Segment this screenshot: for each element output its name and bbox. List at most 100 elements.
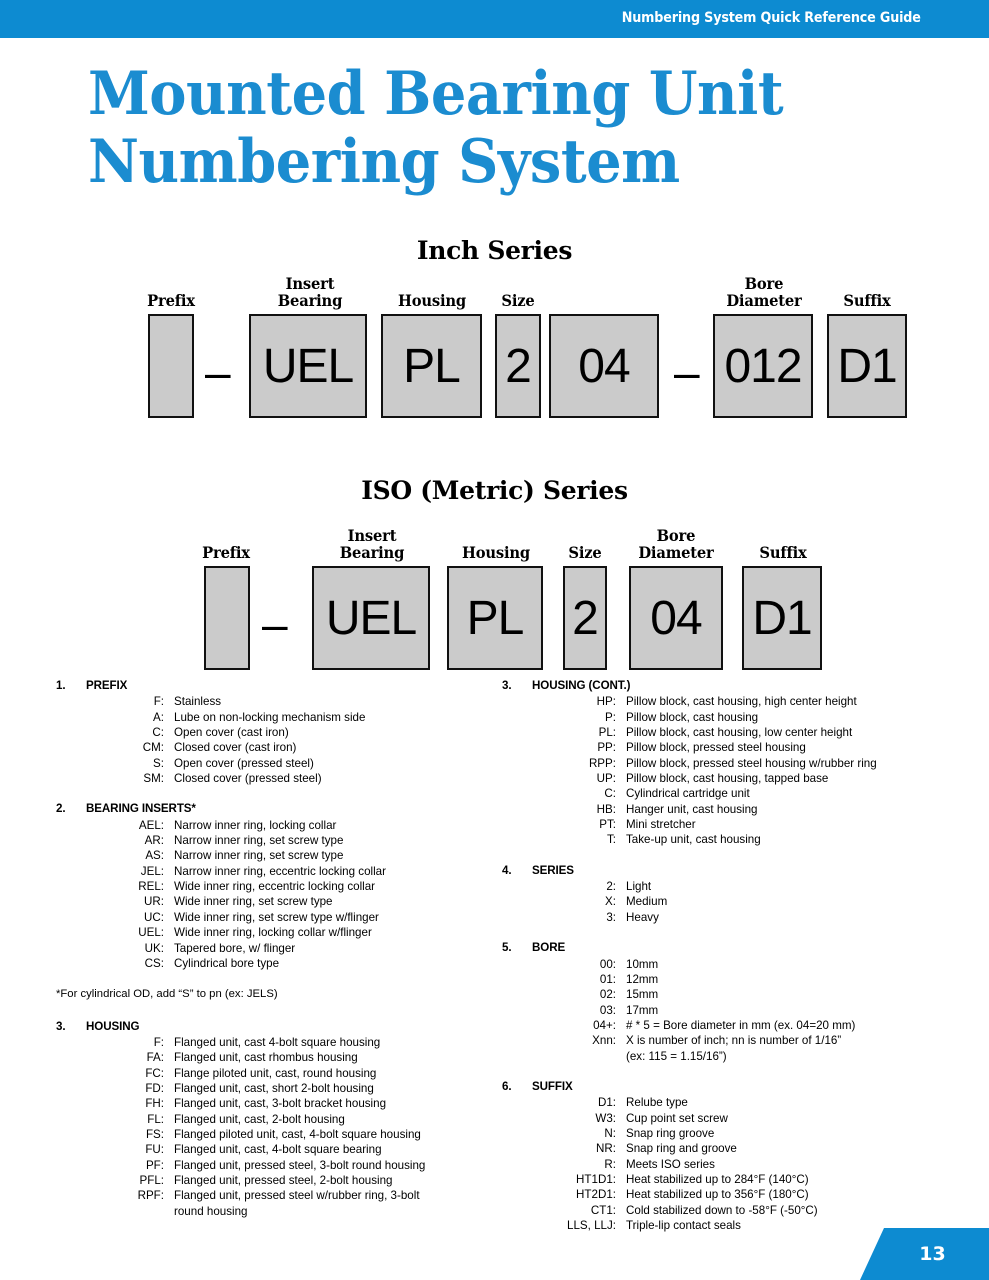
legend-entry: D1: Relube type bbox=[502, 1095, 962, 1110]
iso-caption-bore-diameter: Bore Diameter bbox=[620, 527, 732, 561]
inch-box-bore: 012 bbox=[713, 314, 813, 418]
entry-code: P: bbox=[605, 710, 616, 724]
inch-caption-suffix: Suffix bbox=[843, 291, 891, 310]
entry-code: R: bbox=[604, 1157, 616, 1171]
entry-desc: Flanged unit, cast 4-bolt square housing bbox=[174, 1035, 381, 1049]
iso-box-size: 2 bbox=[563, 566, 607, 670]
legend-entry: UK:Tapered bore, w/ flinger bbox=[56, 941, 496, 956]
entry-desc: Pillow block, cast housing, tapped base bbox=[626, 772, 829, 786]
section-heading-prefix: 1. PREFIX bbox=[56, 678, 496, 693]
inch-box-series: 04 bbox=[549, 314, 659, 418]
iso-caption-insert-line2: Bearing bbox=[339, 543, 405, 562]
entry-desc: Flanged unit, cast rhombus housing bbox=[174, 1051, 358, 1065]
entry-desc: 12mm bbox=[626, 972, 659, 986]
legend-entry: PL:Pillow block, cast housing, low cente… bbox=[502, 725, 962, 740]
entry-desc: Pillow block, pressed steel housing w/ru… bbox=[626, 756, 877, 770]
entry-desc: Take-up unit, cast housing bbox=[626, 833, 761, 847]
legend-entry: SM:Closed cover (pressed steel) bbox=[56, 771, 496, 786]
entry-desc: Relube type bbox=[626, 1096, 688, 1110]
entry-desc: Pillow block, pressed steel housing bbox=[626, 741, 806, 755]
legend-entry: A:Lube on non-locking mechanism side bbox=[56, 710, 496, 725]
entry-desc: Open cover (cast iron) bbox=[174, 726, 289, 740]
legend-entry: W3:Cup point set screw bbox=[502, 1111, 962, 1126]
entry-desc: Flanged unit, pressed steel w/rubber rin… bbox=[174, 1188, 496, 1219]
entry-desc: Narrow inner ring, set screw type bbox=[174, 849, 344, 863]
inch-caption-insert-line2: Bearing bbox=[277, 291, 343, 310]
entry-desc: Pillow block, cast housing, high center … bbox=[626, 695, 857, 709]
entry-desc-line2: (ex: 115 = 1.15/16”) bbox=[626, 1049, 727, 1063]
inch-caption-insert-bearing: Insert Bearing bbox=[258, 275, 363, 309]
entry-desc: Cold stabilized down to -58°F (-50°C) bbox=[626, 1203, 818, 1217]
entry-code: 2: bbox=[606, 880, 616, 894]
section-title-4: SERIES bbox=[532, 863, 574, 877]
page-title-line-2: Numbering System bbox=[88, 127, 680, 197]
entry-desc: Hanger unit, cast housing bbox=[626, 802, 758, 816]
legend-entry: 03: 17mm bbox=[502, 1003, 962, 1018]
section-title-5: BORE bbox=[532, 941, 566, 955]
legend-entry: 2:Light bbox=[502, 879, 962, 894]
legend-entry: FC:Flange piloted unit, cast, round hous… bbox=[56, 1066, 496, 1081]
legend-entry: NR:Snap ring and groove bbox=[502, 1141, 962, 1156]
entry-desc: 15mm bbox=[626, 988, 659, 1002]
entry-code: UP: bbox=[596, 772, 616, 786]
legend-entry: PF:Flanged unit, pressed steel, 3-bolt r… bbox=[56, 1158, 496, 1173]
entry-desc: Narrow inner ring, eccentric locking col… bbox=[174, 864, 386, 878]
entry-desc: Heavy bbox=[626, 910, 659, 924]
inch-series-diagram: Prefix Insert Bearing Housing Size Bore … bbox=[0, 266, 989, 426]
legend-entry: CT1:Cold stabilized down to -58°F (-50°C… bbox=[502, 1203, 962, 1218]
entry-code: HT2D1: bbox=[576, 1188, 616, 1202]
section-entries-prefix: F:Stainless A:Lube on non-locking mechan… bbox=[56, 694, 496, 786]
entry-code: SM: bbox=[143, 772, 164, 786]
inch-dash-1: – bbox=[205, 346, 231, 398]
entry-code: T: bbox=[606, 833, 616, 847]
legend-entry: X:Medium bbox=[502, 894, 962, 909]
legend-entry: 02:15mm bbox=[502, 987, 962, 1002]
section-entries-housing: F:Flanged unit, cast 4-bolt square housi… bbox=[56, 1035, 496, 1219]
section-heading-housing: 3. HOUSING bbox=[56, 1019, 496, 1034]
section-number-6: 6. bbox=[502, 1079, 512, 1093]
iso-caption-insert-line1: Insert bbox=[347, 526, 397, 545]
section-spacer bbox=[56, 786, 496, 801]
entry-desc-line1: X is number of inch; nn is number of 1/1… bbox=[626, 1034, 842, 1048]
entry-desc: Snap ring and groove bbox=[626, 1142, 737, 1156]
entry-code: 03: bbox=[599, 1003, 616, 1017]
section-spacer bbox=[502, 1064, 962, 1079]
iso-series-heading: ISO (Metric) Series bbox=[361, 476, 628, 505]
page-number-flag: 13 bbox=[860, 1228, 989, 1280]
entry-desc: Heat stabilized up to 284°F (140°C) bbox=[626, 1172, 809, 1186]
entry-code: 3: bbox=[606, 910, 616, 924]
legend-entry: RPF: Flanged unit, pressed steel w/rubbe… bbox=[56, 1188, 496, 1219]
section-entries-series: 2:Light X:Medium 3: Heavy bbox=[502, 879, 962, 925]
legend-entry: AEL:Narrow inner ring, locking collar bbox=[56, 818, 496, 833]
entry-desc: Cylindrical bore type bbox=[174, 956, 280, 970]
entry-code: RPF: bbox=[137, 1189, 164, 1203]
section-heading-bore: 5. BORE bbox=[502, 940, 962, 955]
entry-desc: Flanged piloted unit, cast, 4-bolt squar… bbox=[174, 1127, 421, 1141]
entry-code: LLS, LLJ: bbox=[567, 1219, 616, 1232]
entry-desc: Flanged unit, pressed steel, 3-bolt roun… bbox=[174, 1158, 426, 1172]
iso-caption-size: Size bbox=[568, 543, 602, 562]
entry-desc: Triple-lip contact seals bbox=[626, 1219, 741, 1232]
iso-caption-prefix: Prefix bbox=[202, 543, 250, 562]
cylindrical-od-footnote: *For cylindrical OD, add “S” to pn (ex: … bbox=[56, 988, 278, 1001]
entry-desc: 17mm bbox=[626, 1003, 659, 1017]
entry-code: HT1D1: bbox=[576, 1172, 616, 1186]
entry-code: RPP: bbox=[588, 756, 616, 770]
legend-entry: S:Open cover (pressed steel) bbox=[56, 756, 496, 771]
entry-code: UK: bbox=[144, 941, 164, 955]
legend-entry: UP: Pillow block, cast housing, tapped ba… bbox=[502, 771, 962, 786]
entry-code: FL: bbox=[147, 1112, 164, 1126]
inch-caption-housing: Housing bbox=[397, 291, 466, 310]
entry-code: HB: bbox=[596, 802, 616, 816]
legend-entry: FU:Flanged unit, cast, 4-bolt square bea… bbox=[56, 1142, 496, 1157]
legend-entry: C:Cylindrical cartridge unit bbox=[502, 786, 962, 801]
entry-code: D1: bbox=[597, 1096, 616, 1110]
entry-desc: Lube on non-locking mechanism side bbox=[174, 710, 366, 724]
header-bar: Numbering System Quick Reference Guide bbox=[0, 0, 989, 38]
legend-entry: UEL:Wide inner ring, locking collar w/fl… bbox=[56, 925, 496, 940]
entry-desc-line2: round housing bbox=[174, 1204, 248, 1218]
legend-entry: C: Open cover (cast iron) bbox=[56, 725, 496, 740]
entry-code: C: bbox=[152, 726, 164, 740]
entry-code: JEL: bbox=[140, 864, 164, 878]
entry-code: PL: bbox=[598, 726, 616, 740]
